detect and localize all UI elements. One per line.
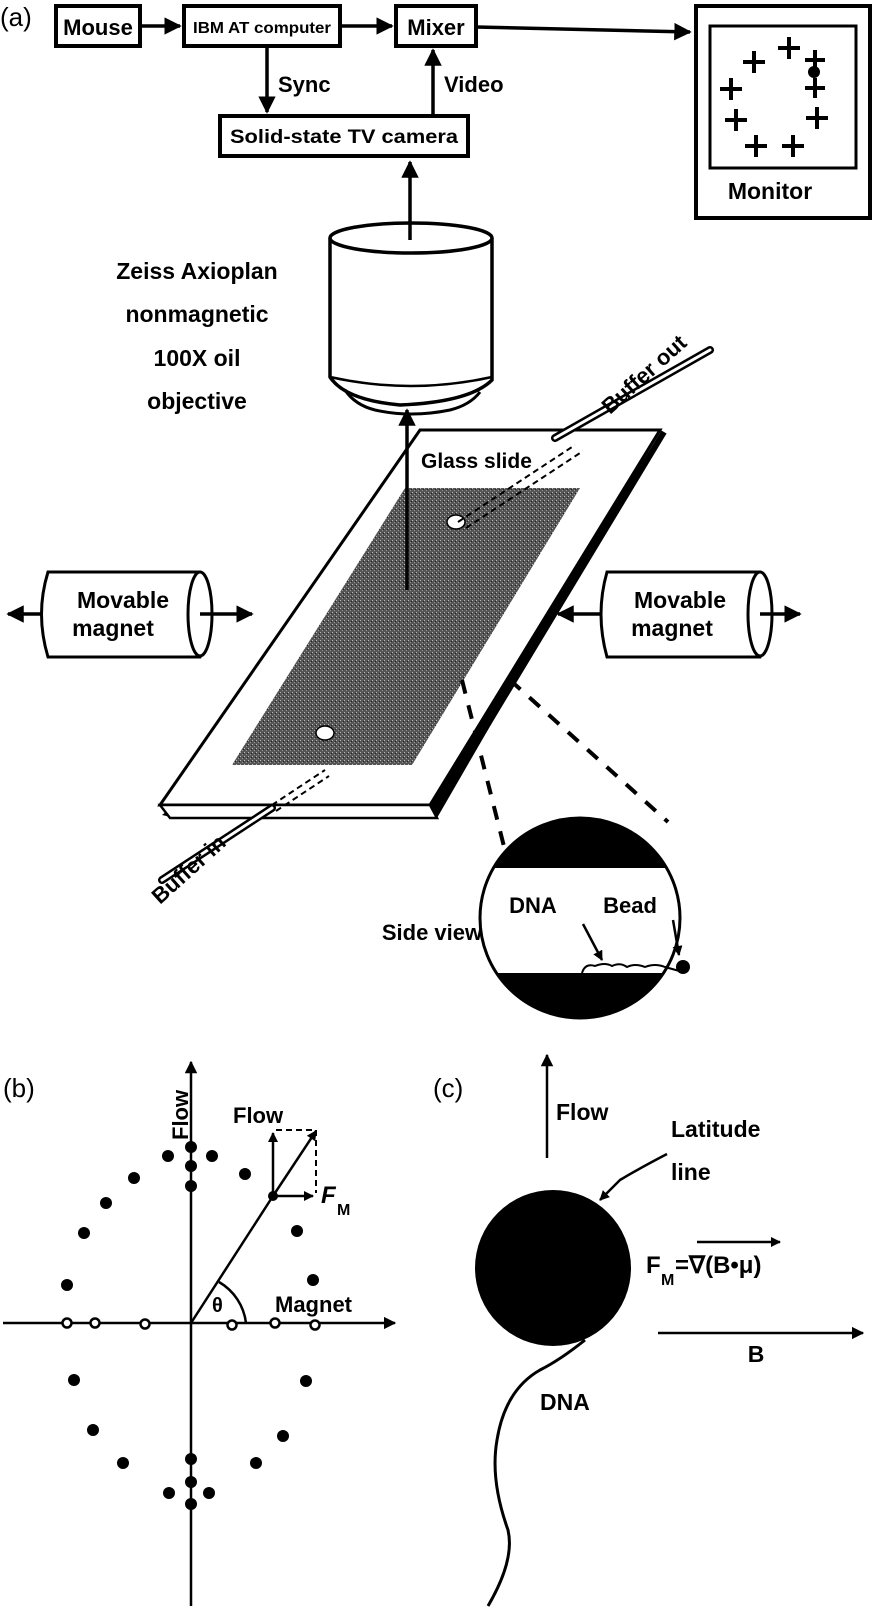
block-mouse-label: Mouse xyxy=(63,15,133,40)
arrow-mixer-to-monitor xyxy=(475,22,692,41)
magnet-right-label-2: magnet xyxy=(631,615,713,641)
monitor: Monitor xyxy=(694,4,872,220)
inset-dna-strand xyxy=(581,963,684,974)
block-computer-label: IBM AT computer xyxy=(193,20,331,37)
axis-magnet-label: Magnet xyxy=(275,1292,353,1317)
buffer-out-tube xyxy=(457,346,714,529)
inset-bead-arrow xyxy=(671,919,683,956)
sync-label: Sync xyxy=(278,72,331,97)
inset-bead-label: Bead xyxy=(603,893,657,918)
latitude-label-1: Latitude xyxy=(671,1116,760,1142)
panel-c: (c) Flow Latitude line DNA F M =∇(B•μ) B xyxy=(433,1053,865,1607)
magnet-right: Movable magnet xyxy=(556,570,802,659)
block-computer: IBM AT computer xyxy=(182,4,342,48)
panel-b: (b) Flow Magnet θ Flow F M xyxy=(3,1060,397,1606)
inset-dna-label: DNA xyxy=(509,893,557,918)
bead-positions-filled xyxy=(61,1150,319,1499)
magnet-right-label-1: Movable xyxy=(634,587,726,613)
magnet-left: Movable magnet xyxy=(6,570,254,659)
monitor-crosshairs xyxy=(720,37,828,157)
flow-label: Flow xyxy=(556,1099,608,1125)
objective-label: Zeiss Axioplan nonmagnetic 100X oil obje… xyxy=(116,258,277,414)
dna-tether xyxy=(486,1338,586,1607)
glass-slide xyxy=(157,428,667,820)
flow-cell-chamber xyxy=(232,488,580,765)
theta-arc xyxy=(218,1280,248,1324)
buffer-in-label: Buffer in xyxy=(147,830,231,909)
monitor-label: Monitor xyxy=(728,178,812,204)
flow-vector-label: Flow xyxy=(233,1103,284,1128)
block-camera-label: Solid-state TV camera xyxy=(230,127,458,148)
glass-slide-label: Glass slide xyxy=(421,450,532,473)
bead-trajectory-line xyxy=(189,1195,275,1324)
bead-positions-open xyxy=(61,1317,321,1331)
side-view-label: Side view xyxy=(382,920,483,945)
block-mixer: Mixer xyxy=(394,4,478,48)
magnet-left-label-1: Movable xyxy=(77,587,169,613)
panel-a: (a) Mouse IBM AT computer Mixer Sync Vid… xyxy=(0,2,872,1020)
latitude-label-2: line xyxy=(671,1159,711,1185)
equation-f: F xyxy=(646,1252,661,1279)
fm-label: F xyxy=(321,1182,337,1209)
fm-subscript: M xyxy=(337,1202,350,1219)
objective-lens xyxy=(328,221,494,416)
latitude-pointer xyxy=(599,1152,668,1201)
inlet-port xyxy=(315,725,335,741)
buffer-in-tube xyxy=(158,769,330,884)
equation-subscript: M xyxy=(661,1272,674,1289)
panel-b-label: (b) xyxy=(3,1073,35,1103)
resultant-vector xyxy=(271,1130,318,1197)
projection-line-right xyxy=(508,678,670,824)
block-mixer-label: Mixer xyxy=(407,15,465,40)
dna-label: DNA xyxy=(540,1389,590,1415)
block-mouse: Mouse xyxy=(54,4,142,48)
equation-body: =∇(B•μ) xyxy=(675,1252,761,1279)
objective-label-line-2: nonmagnetic xyxy=(125,301,268,327)
monitor-bead-dot xyxy=(808,66,820,78)
objective-label-line-1: Zeiss Axioplan xyxy=(116,258,277,284)
field-b-label: B xyxy=(748,1341,765,1367)
outlet-port xyxy=(446,514,466,530)
panel-c-label: (c) xyxy=(433,1073,463,1103)
magnet-left-label-2: magnet xyxy=(72,615,154,641)
objective-label-line-4: objective xyxy=(147,388,247,414)
panel-a-label: (a) xyxy=(0,2,32,32)
buffer-out-label: Buffer out xyxy=(597,329,692,418)
axis-flow-label: Flow xyxy=(168,1089,193,1140)
projection-line-left xyxy=(460,679,522,911)
block-camera: Solid-state TV camera xyxy=(218,114,470,158)
vector-parallelogram xyxy=(276,1129,317,1193)
video-label: Video xyxy=(444,72,504,97)
theta-label: θ xyxy=(212,1295,223,1317)
inset-bead xyxy=(676,960,690,974)
magnetic-bead xyxy=(475,1190,631,1346)
inset-dna-arrow xyxy=(581,923,604,961)
bead-positions-star xyxy=(185,1141,197,1510)
objective-label-line-3: 100X oil xyxy=(154,345,241,371)
